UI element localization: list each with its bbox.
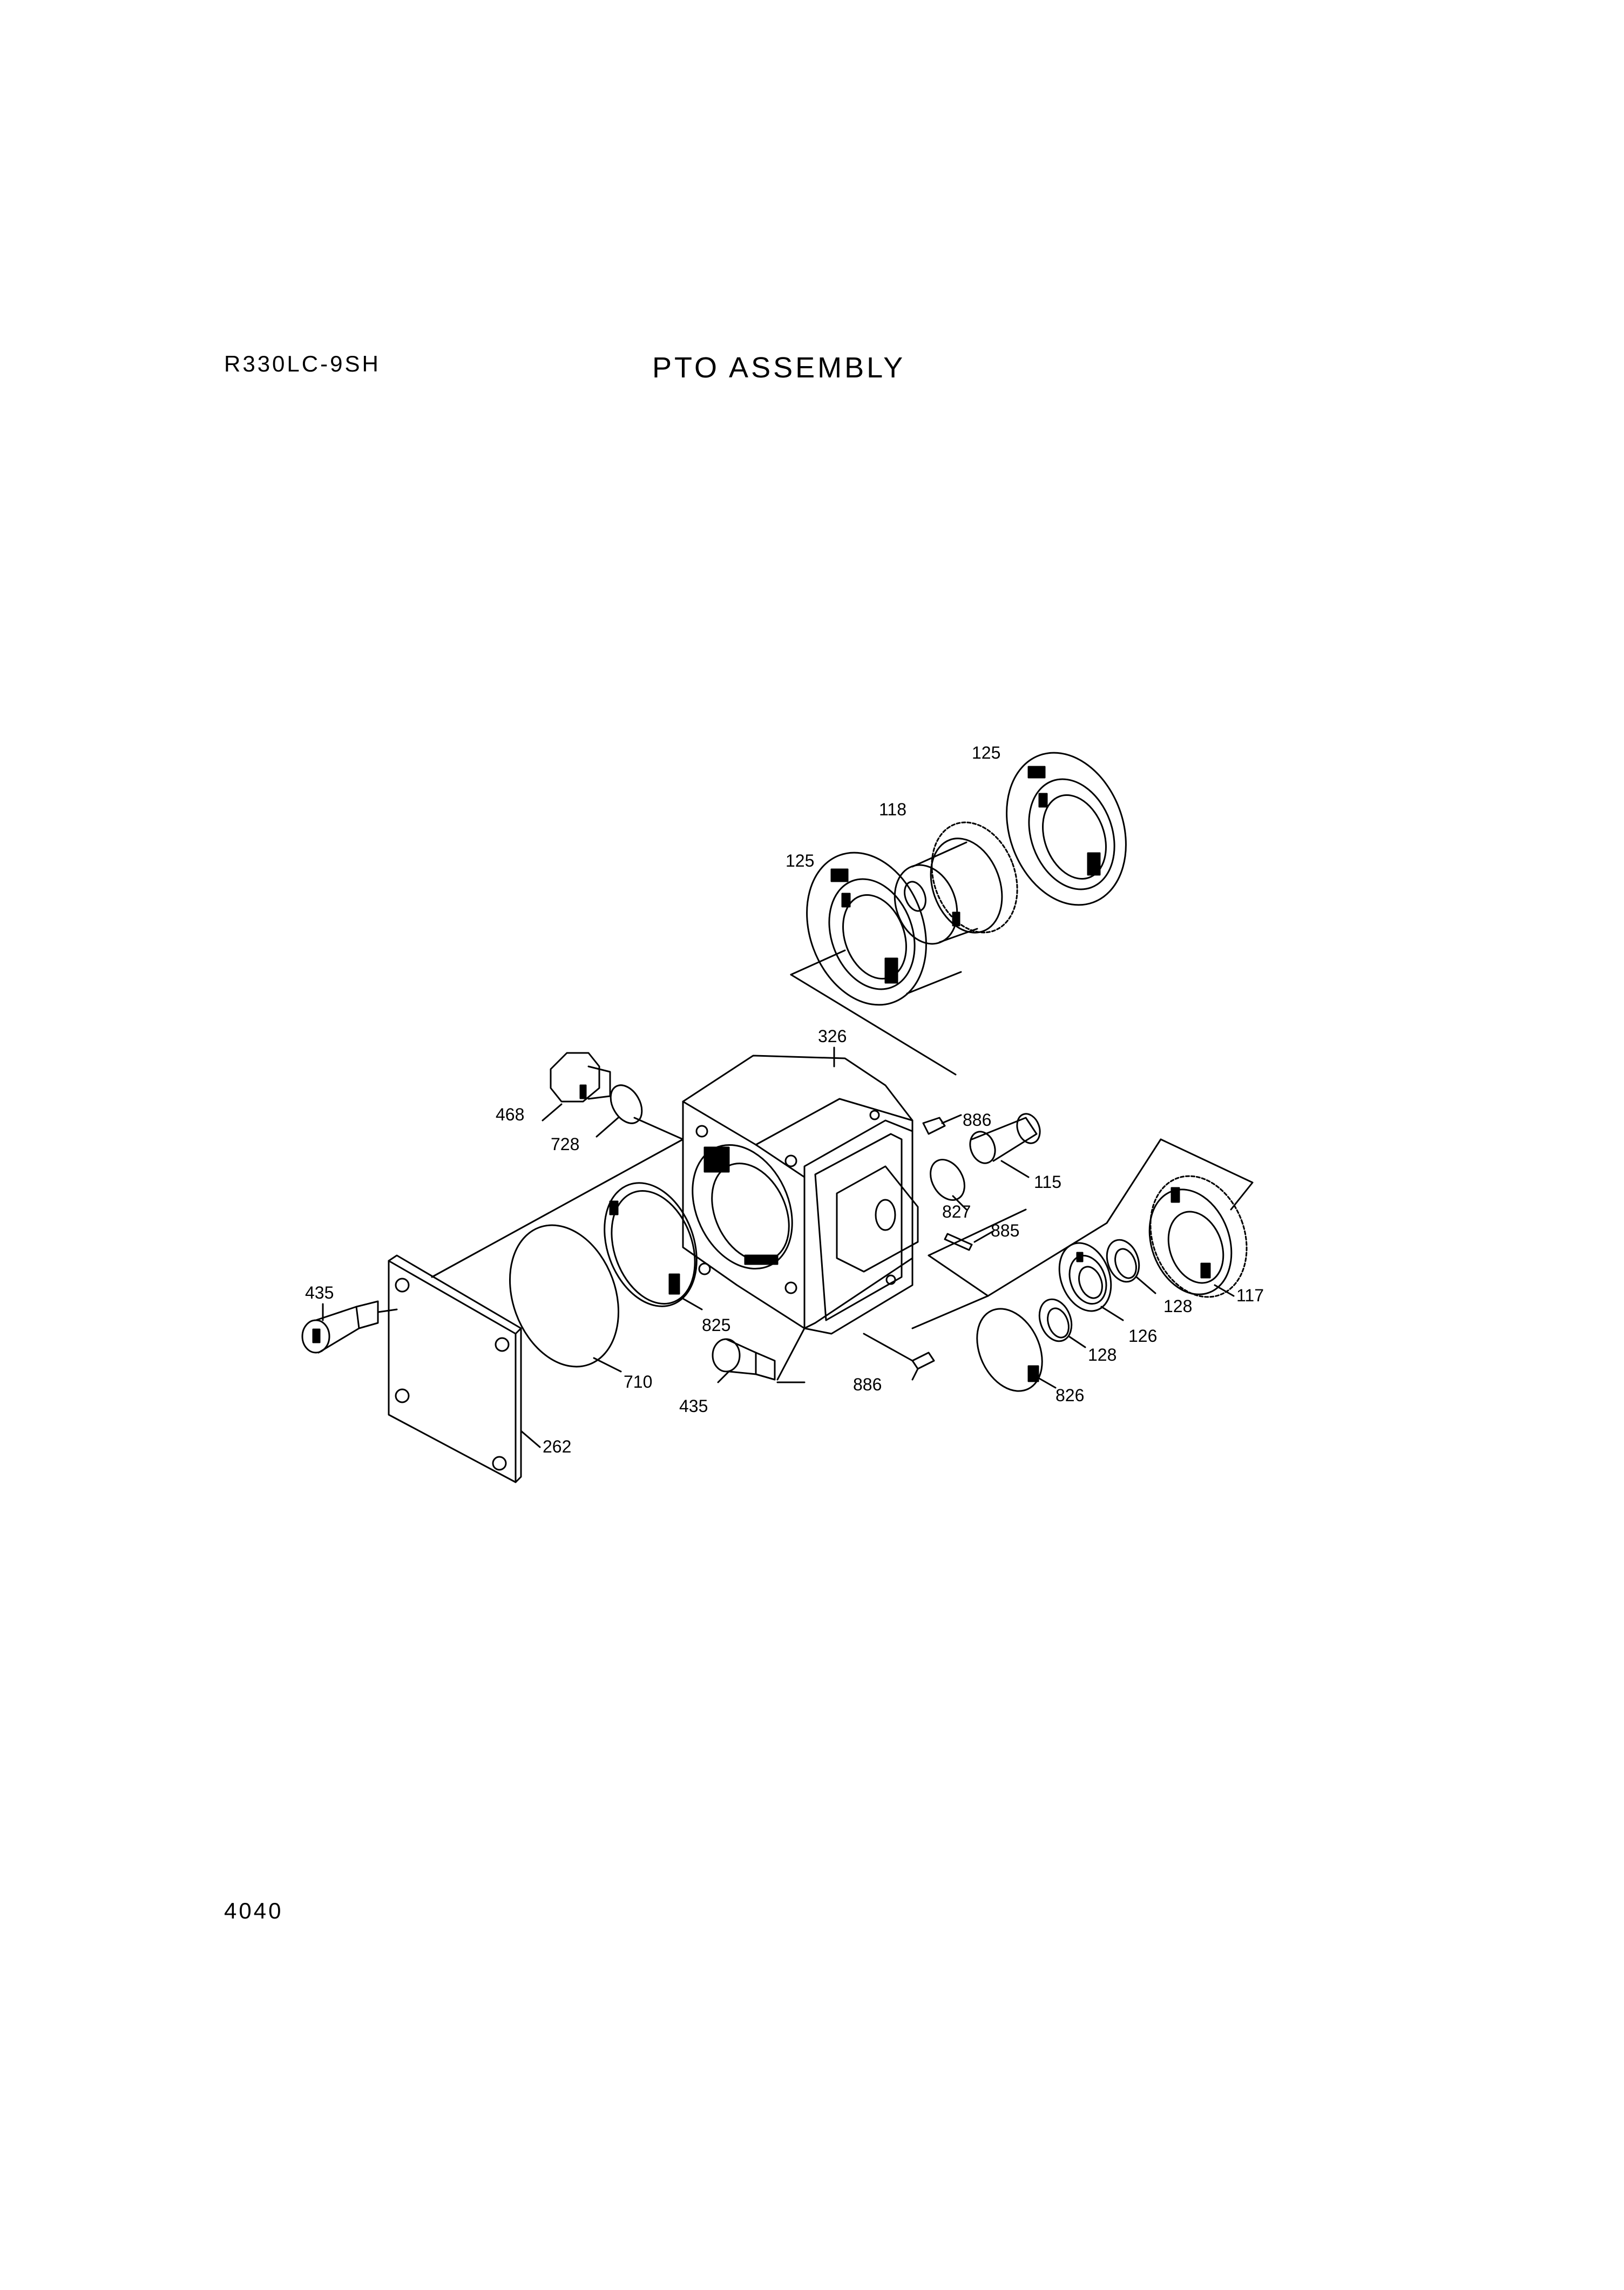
callout-886-upper: 886	[963, 1110, 991, 1130]
callout-435-center: 435	[679, 1396, 708, 1416]
snap-ring-826	[976, 1308, 1057, 1392]
callout-115: 115	[1034, 1172, 1061, 1192]
pin-886-upper	[922, 1114, 962, 1135]
callout-435-left: 435	[305, 1283, 334, 1302]
callout-125-lower: 125	[786, 851, 814, 870]
callout-728: 728	[551, 1134, 579, 1154]
callout-827: 827	[942, 1202, 971, 1221]
gear-118	[894, 821, 1018, 945]
callout-128-upper: 128	[1163, 1296, 1192, 1316]
page-title: PTO ASSEMBLY	[652, 352, 906, 384]
snap-ring-827	[930, 1159, 967, 1211]
callout-885: 885	[991, 1221, 1019, 1240]
housing-326	[682, 1055, 919, 1335]
oring-728	[596, 1084, 684, 1140]
oring-710	[509, 1224, 622, 1373]
page-number: 4040	[224, 1898, 283, 1923]
spacer-128-upper	[1106, 1239, 1156, 1294]
bolt-435-center	[712, 1327, 806, 1383]
pin-885	[944, 1230, 994, 1251]
cover-plate-262	[388, 1138, 684, 1483]
callout-117: 117	[1236, 1286, 1264, 1305]
bolt-435-left	[301, 1300, 398, 1354]
callout-825: 825	[702, 1315, 730, 1335]
callout-326: 326	[818, 1026, 847, 1046]
callout-125-upper: 125	[972, 743, 1000, 762]
callout-710: 710	[624, 1372, 652, 1391]
spacer-128-lower	[1038, 1298, 1086, 1348]
callout-468: 468	[496, 1105, 524, 1124]
gear-117	[1148, 1138, 1254, 1298]
bearing-125-lower	[806, 852, 927, 1006]
callout-128-lower: 128	[1088, 1345, 1116, 1364]
callout-826: 826	[1055, 1386, 1084, 1405]
callout-886-lower: 886	[853, 1375, 882, 1394]
callout-118: 118	[879, 800, 906, 819]
pin-886-lower	[863, 1333, 935, 1381]
bearing-126	[1058, 1242, 1124, 1321]
callout-262: 262	[543, 1437, 571, 1456]
snap-ring-825	[604, 1182, 703, 1310]
bearing-125-upper	[1006, 752, 1127, 906]
model-code: R330LC-9SH	[224, 351, 381, 376]
pin-115	[969, 1113, 1041, 1178]
callout-126: 126	[1128, 1326, 1157, 1346]
plug-468	[542, 1052, 611, 1122]
